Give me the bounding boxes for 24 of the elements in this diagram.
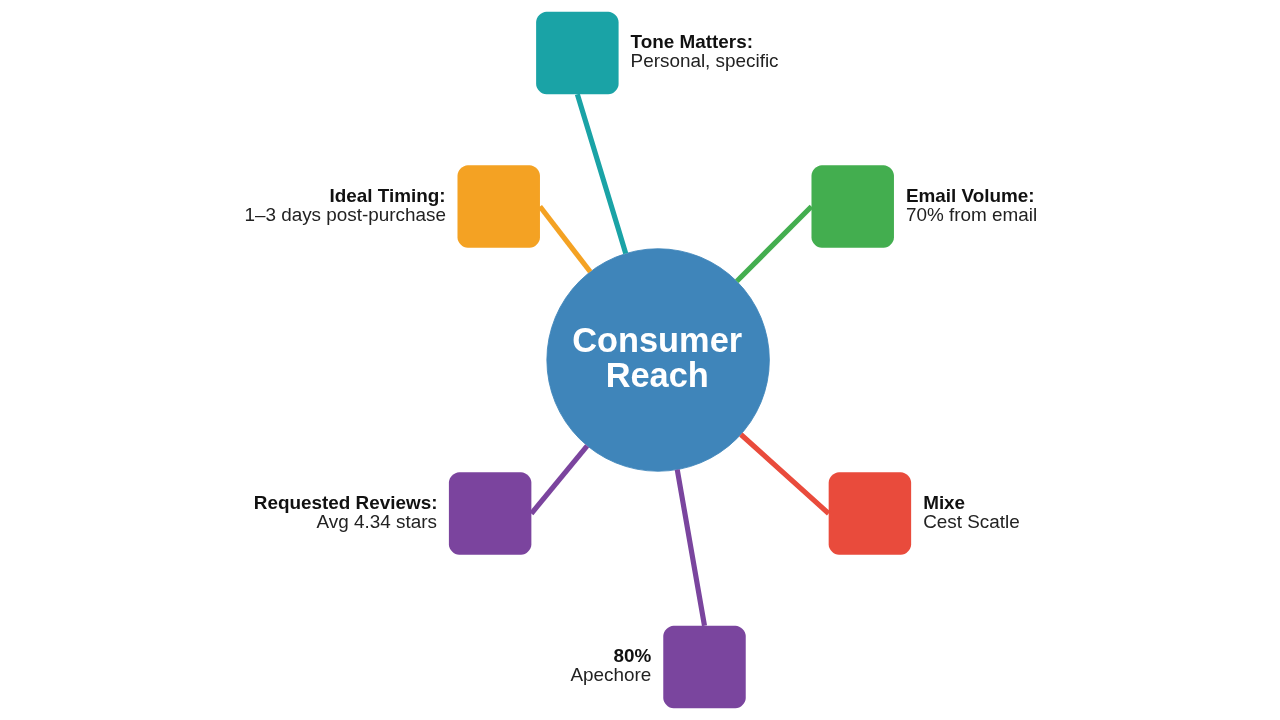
node-box [662, 625, 746, 709]
node-label: Tone Matters: [630, 31, 753, 53]
node-box [811, 165, 894, 248]
node-box [535, 11, 619, 95]
connector [738, 432, 830, 516]
node-label: Personal, specific [630, 50, 779, 72]
node-label: Cest Scatle [922, 510, 1020, 532]
node-label: Requested Reviews: [253, 491, 437, 513]
node-label: Mixe [922, 491, 965, 513]
node-box [828, 472, 911, 555]
node-label: 70% from email [905, 203, 1037, 225]
node-circle: Consumer Reach [545, 248, 770, 472]
connector [528, 444, 589, 516]
node-box [457, 165, 540, 248]
node-label: Email Volume: [905, 184, 1035, 206]
connector [674, 469, 707, 627]
node-label: Ideal Timing: [328, 184, 446, 206]
connector [574, 93, 628, 255]
node-box [448, 472, 531, 555]
connector [734, 204, 813, 284]
node-label: Apechore [569, 664, 651, 686]
node-label: Avg 4.34 stars [316, 510, 437, 532]
connector [537, 204, 592, 274]
node-label: 80% [612, 645, 651, 667]
